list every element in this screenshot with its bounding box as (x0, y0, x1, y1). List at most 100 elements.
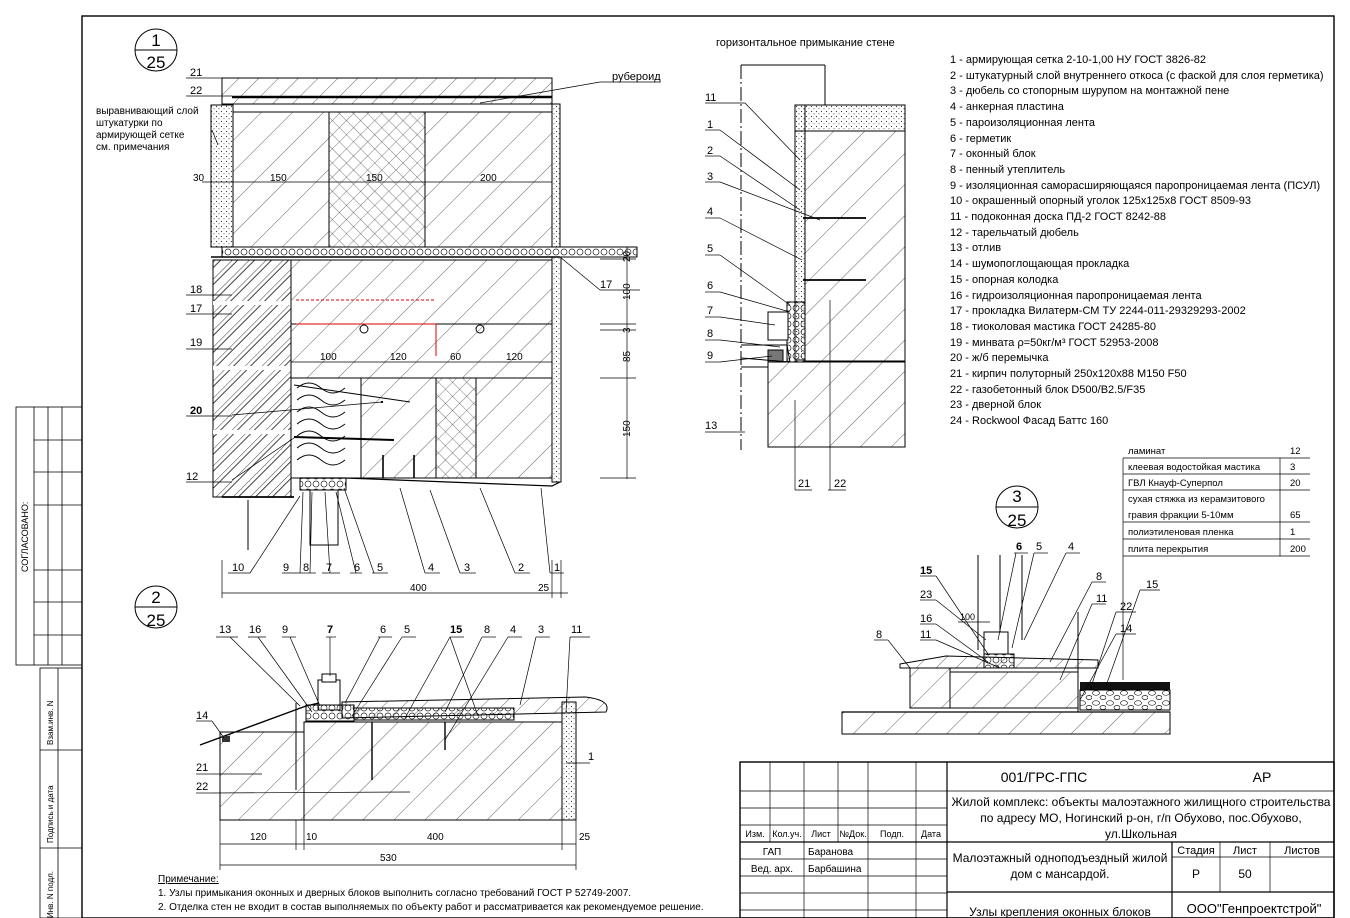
layer-value: 12 (1290, 446, 1301, 457)
tb-name-2: Барбашина (808, 863, 862, 875)
h-mark-5: 5 (707, 243, 713, 255)
d3-mark-22: 22 (1120, 601, 1132, 613)
d1-mark-19: 19 (190, 337, 202, 349)
legend-item: 14 - шумопоглощающая прокладка (950, 258, 1130, 271)
d1-mdim-3: 60 (450, 352, 462, 363)
side-stamp (15, 406, 83, 918)
d1-ruberoid: рубероид (612, 71, 661, 83)
detail-2-sheet: 25 (147, 611, 166, 630)
legend-item: 22 - газобетонный блок D500/B2.5/F35 (950, 383, 1146, 396)
d3-mark-15a: 15 (920, 565, 932, 577)
h-mark-11: 11 (705, 92, 716, 104)
tb-project-1: Жилой комплекс: объекты малоэтажного жил… (952, 795, 1331, 809)
legend-item: 19 - минвата ρ=50кг/м³ ГОСТ 52953-2008 (950, 336, 1159, 349)
h-mark-21: 21 (798, 478, 810, 490)
d1-mdim-1: 100 (320, 352, 337, 363)
legend-item: 10 - окрашенный опорный уголок 125х125х8… (950, 195, 1252, 208)
detail-3: 3 25 15 6 (841, 485, 1171, 735)
tb-h-izm: Изм. (745, 829, 764, 839)
legend-item: 12 - тарельчатый дюбель (950, 226, 1079, 239)
tb-h-sign: Подп. (880, 829, 904, 839)
d2-mark-9: 9 (282, 624, 288, 636)
d1-tdim-4: 200 (480, 173, 497, 184)
h-mark-4: 4 (707, 206, 713, 218)
d1-bmark-7: 7 (326, 562, 332, 574)
detail-3-sheet: 25 (1008, 511, 1027, 530)
h-mark-2: 2 (707, 145, 713, 157)
tb-h-list: Лист (811, 829, 831, 839)
tb-project-3: ул.Школьная (1105, 827, 1177, 841)
d3-mark-23: 23 (920, 589, 932, 601)
d1-bdim-1: 400 (410, 583, 427, 594)
layer-name: сухая стяжка из керамзитового (1128, 494, 1265, 505)
layer-value: 3 (1290, 462, 1295, 473)
tb-name-1: Баранова (808, 847, 854, 858)
tb-sh-sheets: Листов (1284, 845, 1320, 857)
d3-dim-100: 100 (960, 612, 975, 622)
h-mark-1: 1 (707, 119, 713, 131)
side-sign: Подпись и дата (46, 785, 55, 843)
tb-object-1: Малоэтажный одноподъездный жилой (953, 851, 1168, 865)
note-item: 2. Отделка стен не входит в состав выпол… (158, 902, 704, 913)
d2-mark-3: 3 (538, 624, 544, 636)
tb-stage-code: АР (1253, 769, 1272, 785)
d2-mark-21: 21 (196, 762, 208, 774)
legend-item: 9 - изоляционная саморасширяющаяся пароп… (950, 179, 1321, 192)
d1-mark-20: 20 (190, 405, 202, 417)
tb-sheet: 50 (1238, 867, 1252, 881)
tb-sh-sheet: Лист (1233, 845, 1257, 857)
note-item: 1. Узлы примыкания оконных и дверных бло… (158, 888, 632, 899)
layer-name: плита перекрытия (1128, 544, 1208, 555)
d2-mark-15: 15 (450, 624, 462, 636)
d2-dim-530: 530 (380, 853, 397, 864)
d2-dim-120: 120 (250, 832, 267, 843)
d2-mark-16: 16 (249, 624, 261, 636)
d2-mark-13: 13 (219, 624, 231, 636)
tb-sheet-title: Узлы крепления оконных блоков (969, 905, 1151, 918)
d1-vdim-4: 85 (622, 350, 633, 362)
d1-bmark-5: 5 (377, 562, 383, 574)
legend-item: 18 - тиоколовая мастика ГОСТ 24285-80 (950, 320, 1156, 333)
d3-mark-6: 6 (1016, 541, 1022, 553)
h-mark-7: 7 (707, 305, 713, 317)
d1-note-4: см. примечания (96, 142, 169, 153)
d1-tdim-1: 30 (193, 173, 205, 184)
d3-mark-8a: 8 (876, 629, 882, 641)
legend-item: 20 - ж/б перемычка (950, 352, 1049, 365)
title-block (739, 761, 1335, 918)
legend-item: 13 - отлив (950, 242, 1002, 255)
d1-bmark-10: 10 (232, 562, 244, 574)
d2-dim-25: 25 (579, 832, 591, 843)
d1-mdim-2: 120 (390, 352, 407, 363)
tb-project-2: по адресу МО, Ногинский р-он, г/п Обухов… (980, 811, 1301, 825)
d1-bmark-4: 4 (428, 562, 434, 574)
d3-mark-14: 14 (1120, 623, 1132, 635)
side-inv: Взам.инв. N (46, 700, 55, 745)
layer-name: полиэтиленовая пленка (1128, 527, 1234, 538)
legend-item: 1 - армирующая сетка 2-10-1,00 НУ ГОСТ 3… (950, 54, 1207, 66)
tb-company: ООО"Генпроектстрой" (1187, 901, 1322, 916)
d1-tdim-3: 150 (366, 173, 383, 184)
d1-note-3: армирующей сетке (96, 130, 185, 141)
h-mark-22: 22 (834, 478, 846, 490)
tb-stage: Р (1192, 867, 1200, 881)
detail-2-num: 2 (151, 588, 160, 607)
legend-item: 23 - дверной блок (950, 399, 1042, 412)
legend-item: 5 - пароизоляционная лента (950, 116, 1096, 129)
detail-1-sheet: 25 (147, 53, 166, 72)
layer-value: 65 (1290, 510, 1301, 521)
d2-mark-6: 6 (380, 624, 386, 636)
notes: Примечание: 1. Узлы примыкания оконных и… (158, 873, 704, 915)
d1-bdim-2: 25 (538, 583, 550, 594)
d2-mark-1: 1 (588, 751, 594, 763)
d1-mark-21: 21 (190, 67, 202, 79)
d3-mark-8b: 8 (1096, 571, 1102, 583)
d1-mark-18: 18 (190, 284, 202, 296)
legend-item: 7 - оконный блок (950, 148, 1036, 161)
legend-item: 8 - пенный утеплитель (950, 163, 1066, 176)
h-mark-8: 8 (707, 328, 713, 340)
legend-item: 16 - гидроизоляционная паропроницаемая л… (950, 289, 1202, 302)
legend-item: 24 - Rockwool Фасад Баттс 160 (950, 415, 1109, 428)
d2-mark-5: 5 (404, 624, 410, 636)
detail-horizontal: горизонтальное примыкание стене (705, 37, 906, 491)
